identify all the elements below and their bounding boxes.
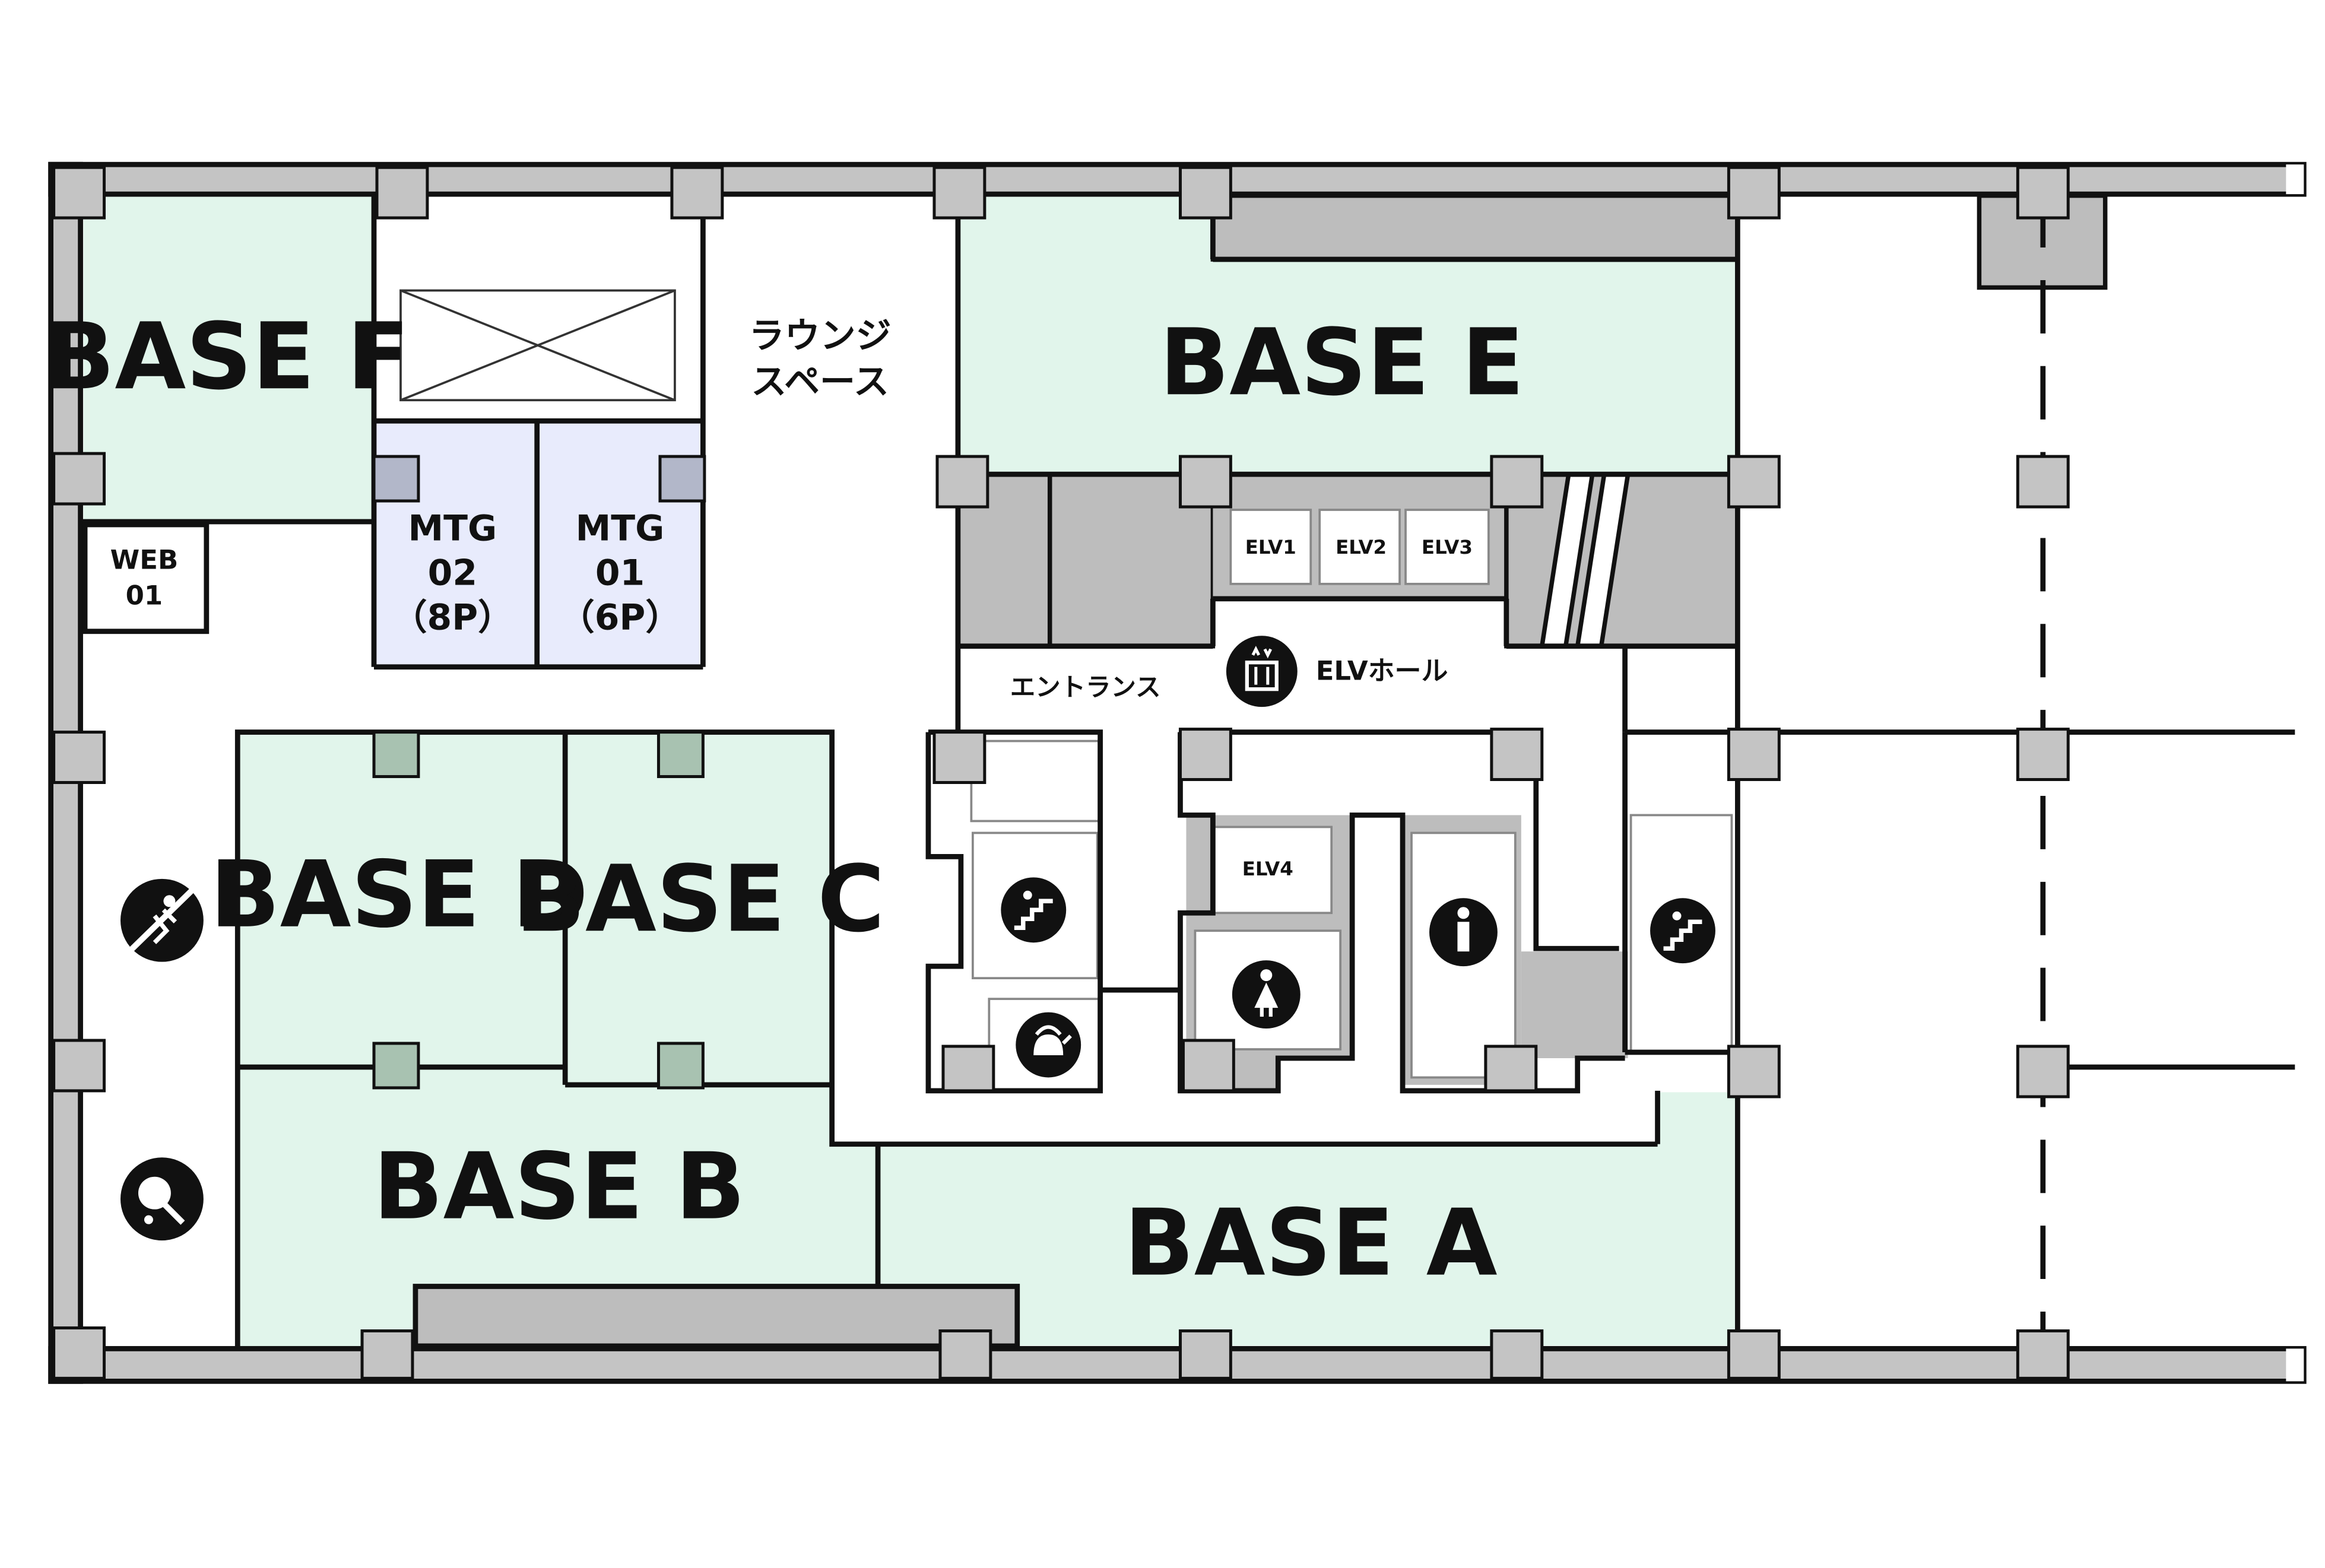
elv-hall-label: ELVホール bbox=[1316, 655, 1448, 687]
female-restroom-icon bbox=[1232, 960, 1301, 1029]
base-c-label: BASE C bbox=[515, 845, 885, 953]
elv1-label: ELV1 bbox=[1245, 536, 1296, 558]
base-d-room[interactable] bbox=[237, 732, 566, 1067]
base-f-label: BASE F bbox=[45, 303, 410, 410]
mtg-02-label-line2: 02 bbox=[428, 552, 477, 593]
base-b-label: BASE B bbox=[373, 1133, 746, 1240]
base-b-room[interactable] bbox=[237, 1067, 878, 1349]
web-01-label-line2: 01 bbox=[126, 579, 163, 611]
mtg-02-label-line1: MTG bbox=[408, 508, 497, 550]
mtg-02-label-line3: （8P） bbox=[392, 596, 513, 638]
base-a-label: BASE A bbox=[1124, 1189, 1498, 1297]
base-e-label: BASE E bbox=[1159, 309, 1524, 416]
base-d-label: BASE D bbox=[210, 841, 588, 948]
labels: BASE F BASE E BASE D BASE C BASE B BASE … bbox=[45, 303, 1524, 1296]
mtg-01-label-line2: 01 bbox=[595, 552, 645, 593]
stairs-icon bbox=[1001, 877, 1067, 943]
void-shaft bbox=[399, 289, 676, 402]
room-fills bbox=[83, 195, 1738, 1349]
kettle-icon bbox=[1016, 1012, 1081, 1078]
lounge-label-line2: スペース bbox=[751, 361, 889, 402]
male-restroom-icon bbox=[1429, 898, 1498, 967]
base-e-room[interactable] bbox=[957, 195, 1738, 475]
walls bbox=[48, 161, 2307, 1384]
lounge-label-line1: ラウンジ bbox=[749, 315, 892, 357]
elv3-label: ELV3 bbox=[1422, 536, 1473, 558]
mtg-01-label-line1: MTG bbox=[576, 508, 665, 550]
web-01-label-line1: WEB bbox=[110, 544, 179, 575]
elv4-label: ELV4 bbox=[1242, 858, 1293, 880]
mtg-01-label-line3: （6P） bbox=[559, 596, 681, 638]
elv2-label: ELV2 bbox=[1336, 536, 1387, 558]
base-a-room[interactable] bbox=[878, 1092, 1738, 1346]
entrance-label: エントランス bbox=[1010, 674, 1161, 703]
elevator-icon bbox=[1226, 636, 1298, 707]
columns bbox=[52, 166, 2070, 1380]
base-f-room[interactable] bbox=[83, 195, 375, 522]
base-c-room[interactable] bbox=[565, 732, 832, 1085]
ping-pong-icon bbox=[120, 1157, 204, 1241]
climbing-icon bbox=[120, 878, 204, 962]
stairs-icon bbox=[1650, 898, 1715, 964]
